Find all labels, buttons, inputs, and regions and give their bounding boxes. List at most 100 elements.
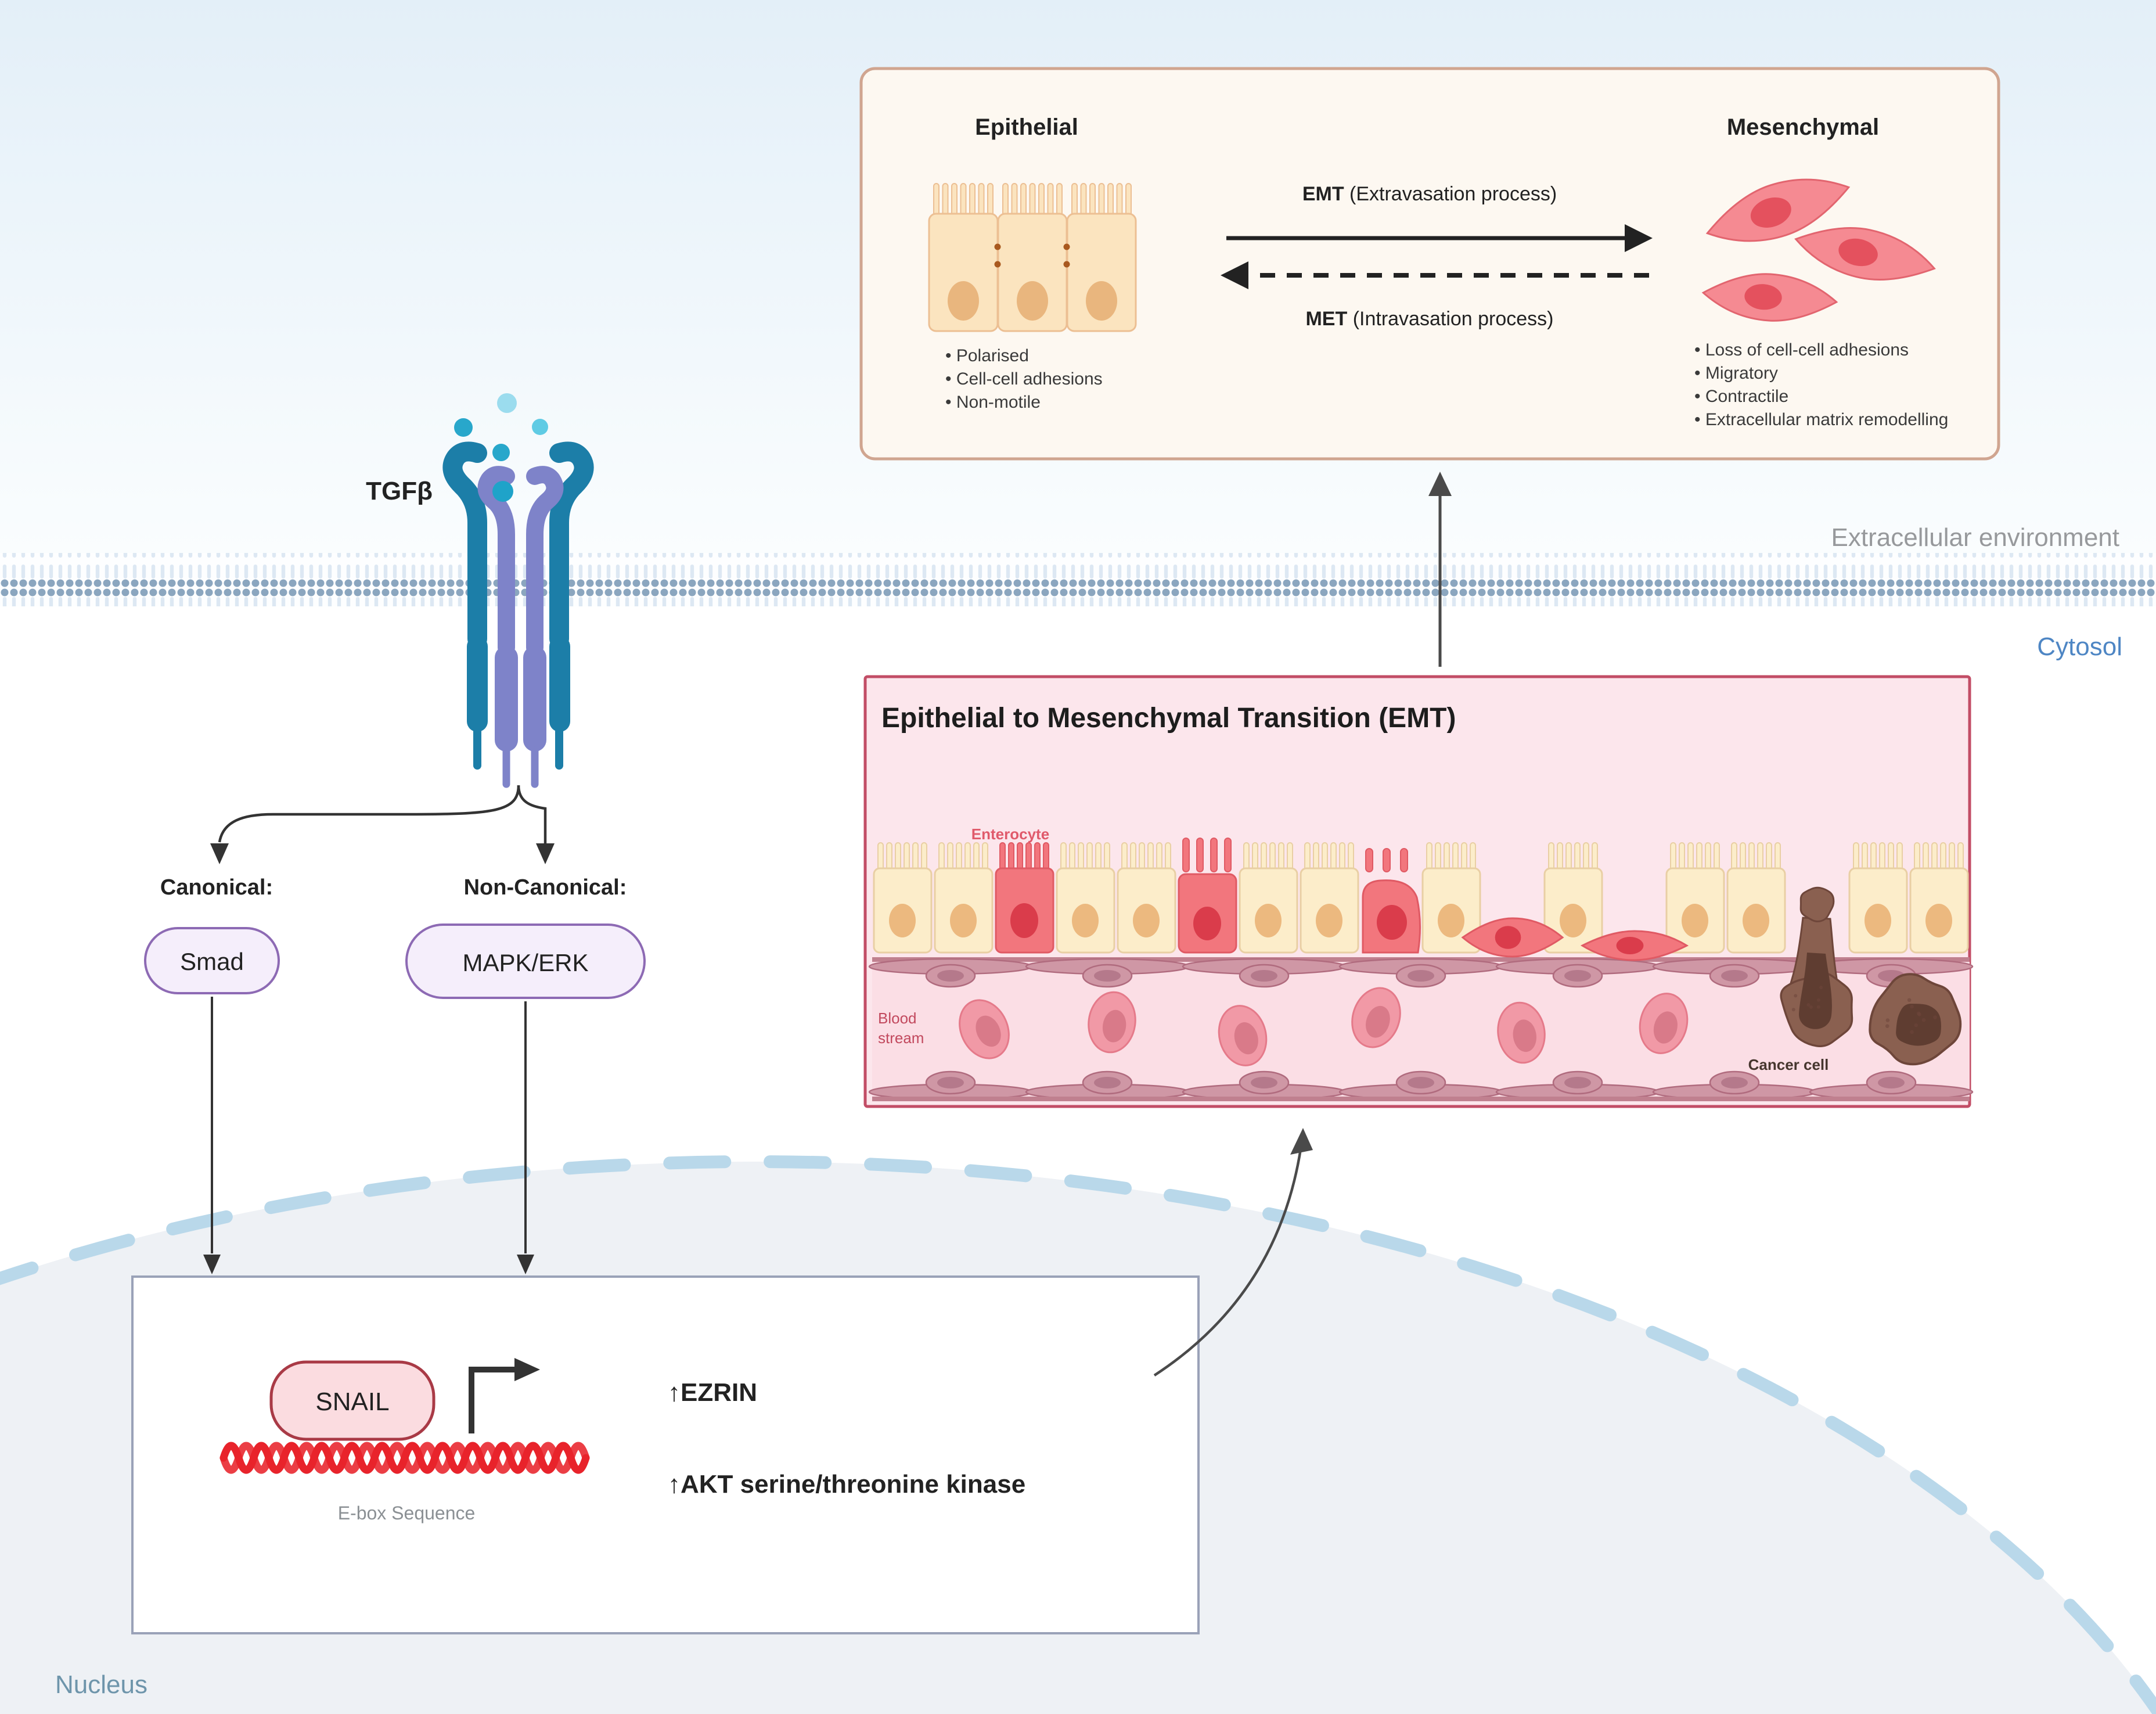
cell-texture-dot (1806, 1003, 1811, 1007)
tgfb-label: TGFβ (366, 477, 433, 505)
dna-helix-icon (219, 1442, 590, 1474)
tight-junction-icon (994, 243, 1001, 250)
microvilli-icon (1089, 183, 1096, 217)
microvilli-icon (1125, 183, 1132, 217)
microvilli-icon (951, 183, 958, 217)
microvilli-icon (1182, 838, 1190, 872)
microvilli-icon (978, 183, 985, 217)
microvilli-icon (1080, 183, 1087, 217)
rbc-icon (1088, 991, 1136, 1054)
cell-nucleus-icon (1377, 905, 1407, 940)
smad-label: Smad (180, 948, 244, 975)
intestinal-epithelium-icon (873, 838, 1969, 961)
cell-nucleus-icon (1495, 926, 1521, 949)
tight-junction-icon (1063, 261, 1070, 268)
noncanonical-branch-arrowhead-icon (536, 843, 555, 864)
epithelial-cells-icon (928, 183, 1137, 332)
tgfb-ligand-icon (492, 444, 510, 461)
nucleus-to-emt-curved-arrow (1153, 1148, 1302, 1377)
microvilli-icon (960, 183, 967, 217)
mesenchymal-bullet: • Contractile (1694, 387, 1788, 406)
cell-texture-dot (1816, 1005, 1820, 1009)
red-blood-cells-icon (959, 987, 1689, 1066)
blood-stream-label-line1: Blood (878, 1009, 917, 1027)
microvilli-icon (1224, 838, 1232, 872)
tgfb-receptor-icon (442, 393, 594, 788)
endothelium-icon (868, 957, 1974, 1101)
cell-nucleus-icon (1744, 284, 1782, 310)
microvilli-icon (1056, 183, 1063, 217)
mesenchymal-bullet: • Migratory (1694, 364, 1778, 383)
cell-texture-dot (1921, 1018, 1926, 1022)
cell-texture-dot (1809, 1005, 1813, 1009)
snail-label: SNAIL (315, 1388, 389, 1416)
mesenchymal-bullet: • Extracellular matrix remodelling (1694, 410, 1948, 429)
smad-arrowhead-icon (203, 1255, 221, 1274)
cell-texture-dot (1917, 1012, 1921, 1016)
cell-nucleus-icon (1743, 904, 1769, 937)
cell-texture-dot (1933, 1015, 1937, 1019)
smad-pill (144, 927, 280, 994)
rbc-icon (1218, 1005, 1268, 1066)
cell-texture-dot (1914, 1023, 1919, 1027)
emt-arrow-label: EMT (Extravasation process) (1302, 183, 1557, 205)
rbc-icon (959, 999, 1010, 1059)
cell-nucleus-icon (1616, 937, 1644, 954)
transcription-arrowhead-icon (514, 1358, 540, 1381)
ebox-label: E-box Sequence (338, 1503, 476, 1523)
cell-nucleus-icon (1251, 970, 1277, 982)
canonical-label: Canonical: (160, 875, 273, 900)
cancer-cell-label: Cancer cell (1748, 1056, 1829, 1073)
microvilli-icon (1071, 183, 1078, 217)
emt-arrow-label-strong: EMT (1302, 183, 1344, 205)
met-arrow-label: MET (Intravasation process) (1305, 308, 1553, 330)
microvilli-icon (987, 183, 994, 217)
transcription-start-arrow (469, 1367, 514, 1433)
epithelial-bullet: • Polarised (945, 346, 1029, 365)
canonical-branch-arrowhead-icon (210, 843, 229, 864)
cell-nucleus-icon (1408, 970, 1434, 982)
tgfb-ligand-icon (497, 393, 517, 413)
cell-nucleus-icon (1408, 1077, 1434, 1088)
microvilli-icon (1002, 183, 1009, 217)
microvilli-icon (942, 183, 949, 217)
cell-nucleus-icon (1560, 904, 1586, 937)
cell-nucleus-icon (1896, 1004, 1941, 1046)
microvilli-icon (1098, 183, 1105, 217)
cell-nucleus-icon (1438, 904, 1464, 937)
tight-junction-icon (1063, 243, 1070, 250)
receptor-intracellular-domain (467, 636, 488, 732)
mapk-erk-label: MAPK/ERK (462, 949, 588, 976)
microvilli-icon (1210, 838, 1218, 872)
cancer-cells-icon (1780, 886, 1962, 1066)
tgfb-ligand-icon (454, 418, 473, 437)
emt-to-panel-arrowhead-icon (1428, 472, 1452, 496)
tight-junction-icon (994, 261, 1001, 268)
receptor-chain-teal-right (549, 441, 594, 649)
microvilli-icon (1365, 848, 1373, 872)
cell-nucleus-icon (1838, 238, 1878, 267)
cell-nucleus-icon (1564, 970, 1591, 982)
nucleus-label: Nucleus (55, 1670, 147, 1699)
cell-texture-dot (1819, 986, 1823, 990)
cell-nucleus-icon (1750, 197, 1791, 228)
enterocyte-label: Enterocyte (971, 825, 1049, 843)
cell-nucleus-icon (1010, 903, 1038, 938)
receptor-chain-purple-right (526, 466, 564, 656)
mapk-arrowhead-icon (517, 1255, 534, 1274)
epithelial-bullet: • Cell-cell adhesions (945, 369, 1103, 389)
cytosol-label: Cytosol (2037, 633, 2122, 661)
cell-texture-dot (1885, 1024, 1889, 1028)
microvilli-icon (1029, 183, 1036, 217)
mesenchymal-cell (1701, 273, 1838, 322)
mesenchymal-cell (1705, 178, 1851, 242)
akt-upregulated-label: ↑AKT serine/threonine kinase (668, 1470, 1025, 1499)
cell-texture-dot (1885, 1018, 1890, 1022)
rbc-icon (1351, 987, 1401, 1048)
cell-nucleus-icon (1682, 904, 1708, 937)
extracellular-label: Extracellular environment (1831, 523, 2119, 552)
cell-nucleus-icon (1251, 1077, 1277, 1088)
cell-texture-dot (1794, 994, 1798, 998)
met-arrow-label-strong: MET (1305, 308, 1347, 330)
